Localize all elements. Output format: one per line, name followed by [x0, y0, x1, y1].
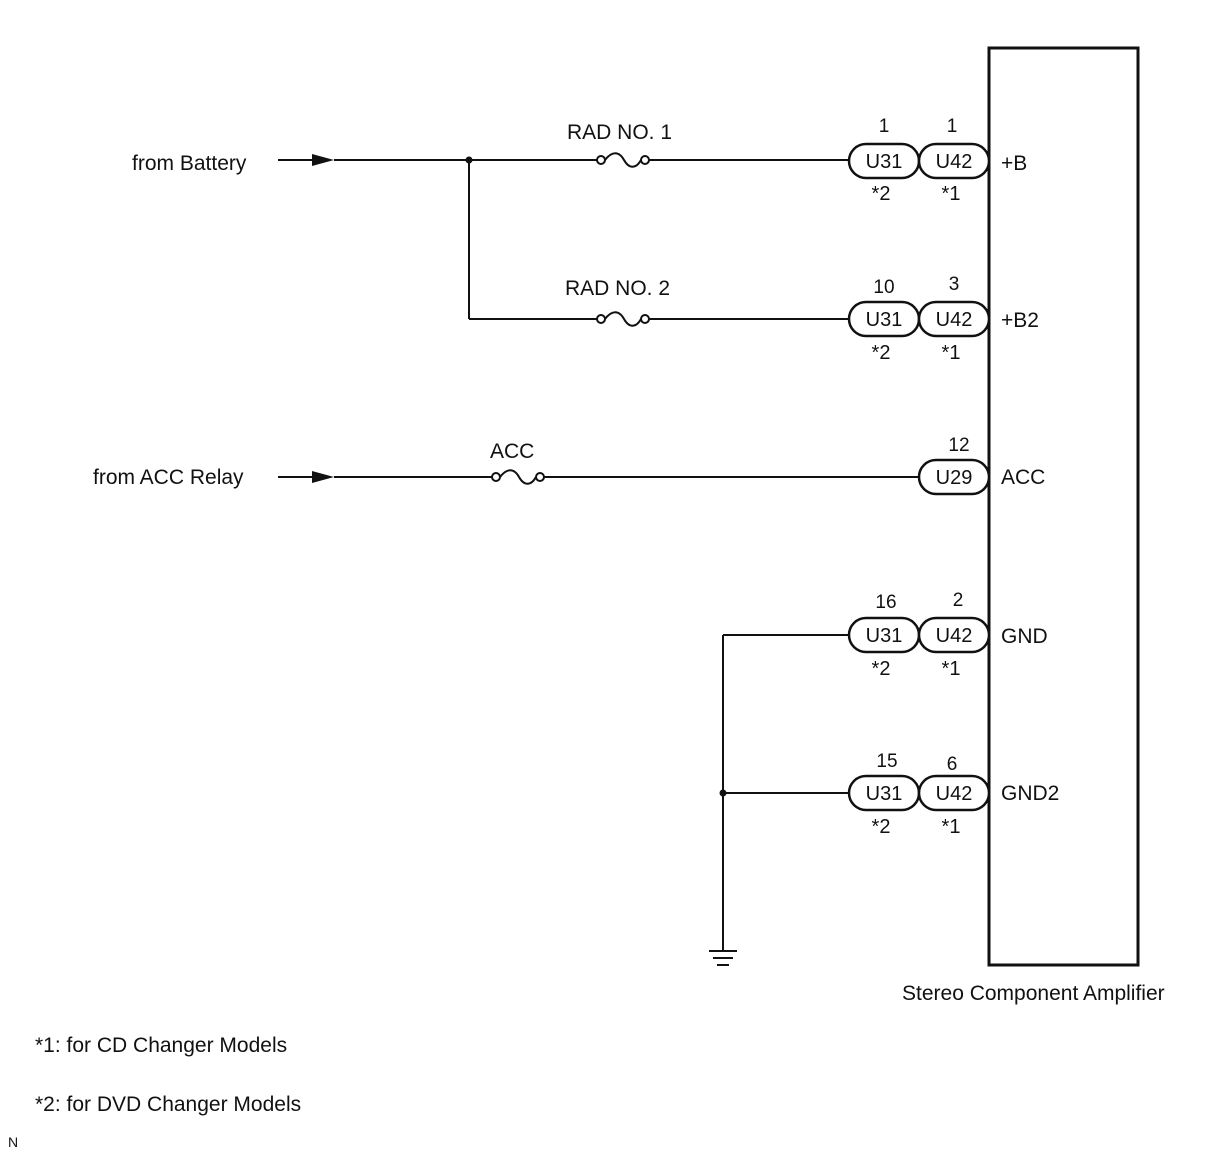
terminal-b-label: +B — [1001, 152, 1027, 175]
connector-b-p2: 1 — [947, 116, 958, 137]
connector-b2-n2: *1 — [942, 342, 961, 364]
note-2: *2: for DVD Changer Models — [35, 1093, 301, 1116]
connector-gnd2-n2: *1 — [942, 816, 961, 838]
connector-acc-p2: 12 — [948, 435, 969, 456]
connector-b-n1: *2 — [872, 183, 891, 205]
acc-relay-arrow — [278, 471, 334, 483]
source-battery-label: from Battery — [132, 152, 247, 175]
connector-b2-c2: U42 — [936, 309, 973, 331]
connector-gnd: U31 U42 16 2 *2 *1 — [847, 590, 991, 680]
note-1: *1: for CD Changer Models — [35, 1034, 287, 1057]
connector-b: U31 U42 1 1 *2 *1 — [847, 116, 991, 205]
connector-gnd-n1: *2 — [872, 658, 891, 680]
connector-b2: U31 U42 10 3 *2 *1 — [847, 274, 991, 364]
terminal-gnd-label: GND — [1001, 625, 1048, 648]
connector-b2-n1: *2 — [872, 342, 891, 364]
amplifier-box — [987, 46, 1140, 967]
connector-acc-c2: U29 — [936, 467, 973, 489]
connector-gnd-n2: *1 — [942, 658, 961, 680]
connector-gnd2-c2: U42 — [936, 783, 973, 805]
terminal-gnd2-label: GND2 — [1001, 782, 1059, 805]
connector-b-c1: U31 — [866, 151, 903, 173]
connector-b-p1: 1 — [879, 116, 890, 137]
fuse-rad1-label: RAD NO. 1 — [567, 121, 672, 144]
connector-b2-c1: U31 — [866, 309, 903, 331]
fuse-rad2-symbol — [596, 311, 650, 327]
connector-gnd2: U31 U42 15 6 *2 *1 — [847, 751, 991, 838]
connector-b2-p2: 3 — [949, 274, 960, 295]
connector-gnd2-p2: 6 — [947, 754, 958, 775]
fuse-acc-symbol — [491, 469, 545, 485]
corner-mark: N — [8, 1134, 18, 1150]
connector-b-c2: U42 — [936, 151, 973, 173]
junction-dot — [719, 789, 727, 797]
source-acc-relay-label: from ACC Relay — [93, 466, 244, 489]
connector-gnd2-n1: *2 — [872, 816, 891, 838]
connector-b-n2: *1 — [942, 183, 961, 205]
connector-gnd-c1: U31 — [866, 625, 903, 647]
connector-gnd2-c1: U31 — [866, 783, 903, 805]
connector-b2-p1: 10 — [873, 277, 894, 298]
fuse-rad1-symbol — [596, 152, 650, 168]
connector-acc: U29 12 — [917, 435, 991, 496]
terminal-b2-label: +B2 — [1001, 309, 1039, 332]
connector-gnd-p1: 16 — [875, 592, 896, 613]
connector-gnd-c2: U42 — [936, 625, 973, 647]
connector-gnd-p2: 2 — [953, 590, 964, 611]
amplifier-label: Stereo Component Amplifier — [902, 982, 1165, 1005]
fuse-acc-label: ACC — [490, 440, 534, 463]
terminal-acc-label: ACC — [1001, 466, 1045, 489]
connector-gnd2-p1: 15 — [876, 751, 897, 772]
fuse-rad2-label: RAD NO. 2 — [565, 277, 670, 300]
ground-icon — [709, 950, 737, 966]
battery-arrow — [278, 154, 334, 166]
